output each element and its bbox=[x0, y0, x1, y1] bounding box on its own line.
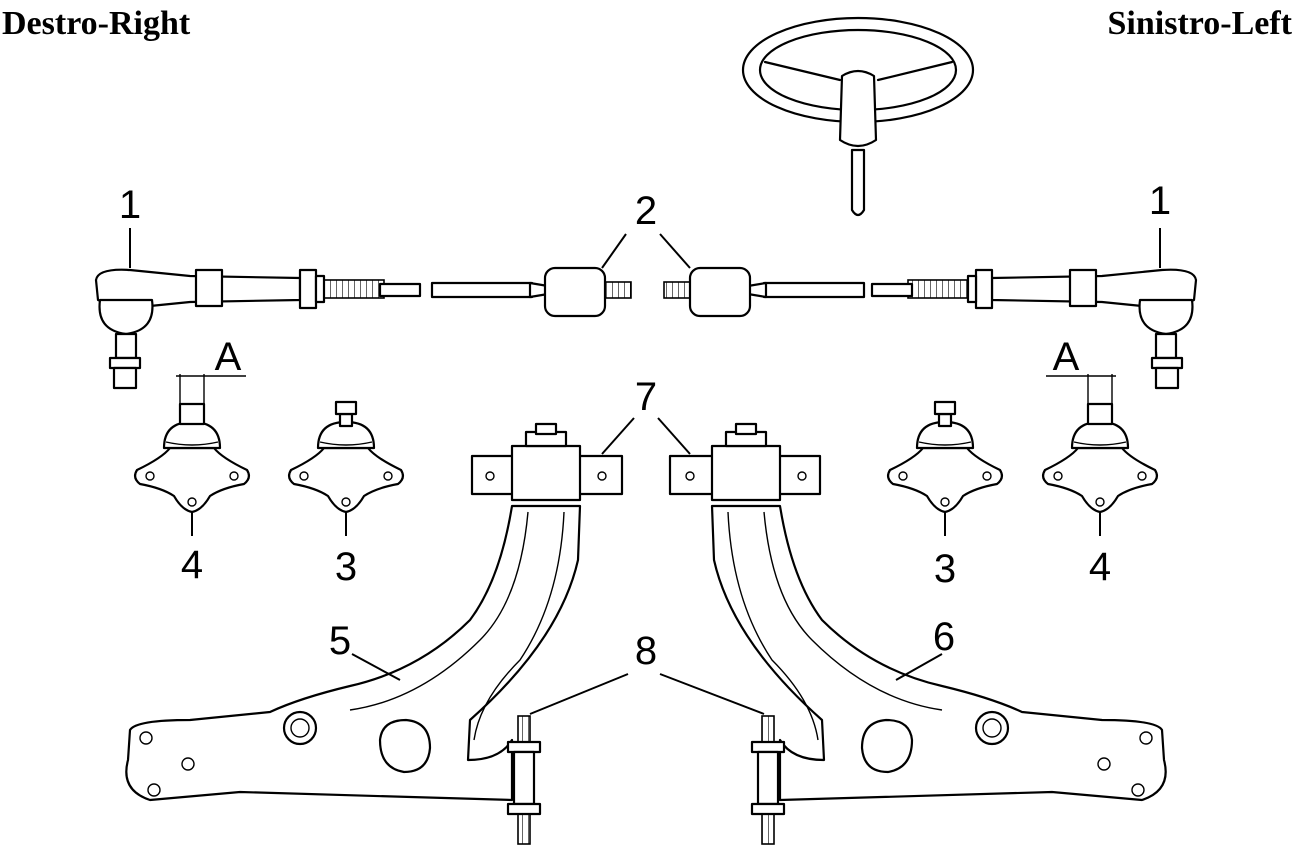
callout-4-left: 4 bbox=[1089, 545, 1111, 589]
stabilizer-link-left bbox=[750, 715, 786, 845]
inner-tie-rod-left bbox=[663, 266, 866, 318]
tie-rod-end-right bbox=[94, 268, 422, 390]
tie-rod-end-left bbox=[870, 268, 1198, 390]
dimension-a-left bbox=[1046, 374, 1116, 404]
callout-a-left: A bbox=[1053, 335, 1080, 379]
control-arm-right bbox=[125, 504, 582, 802]
callout-6: 6 bbox=[933, 615, 955, 659]
ball-joint-small-right bbox=[287, 400, 405, 514]
left-side-header: Sinistro-Left bbox=[1108, 5, 1293, 42]
ball-joint-large-right bbox=[133, 402, 251, 514]
ball-joint-small-left bbox=[886, 400, 1004, 514]
inner-tie-rod-right bbox=[430, 266, 632, 318]
callout-1-left: 1 bbox=[1149, 179, 1171, 223]
callout-4-right: 4 bbox=[181, 543, 203, 587]
callout-a-right: A bbox=[215, 335, 242, 379]
arm-bushing-right bbox=[470, 422, 624, 502]
dimension-a-right bbox=[176, 374, 246, 404]
leader-lines bbox=[129, 228, 1161, 715]
callout-8: 8 bbox=[635, 629, 657, 673]
control-arm-left bbox=[710, 504, 1167, 802]
callout-7: 7 bbox=[635, 375, 657, 419]
callout-3-left: 3 bbox=[934, 547, 956, 591]
callout-1-right: 1 bbox=[119, 183, 141, 227]
callout-5: 5 bbox=[329, 619, 351, 663]
ball-joint-large-left bbox=[1041, 402, 1159, 514]
callout-2: 2 bbox=[635, 189, 657, 233]
arm-bushing-left bbox=[668, 422, 822, 502]
right-side-header: Destro-Right bbox=[2, 5, 191, 42]
callout-3-right: 3 bbox=[335, 545, 357, 589]
stabilizer-link-right bbox=[506, 715, 542, 845]
steering-wheel-illustration bbox=[741, 16, 975, 217]
